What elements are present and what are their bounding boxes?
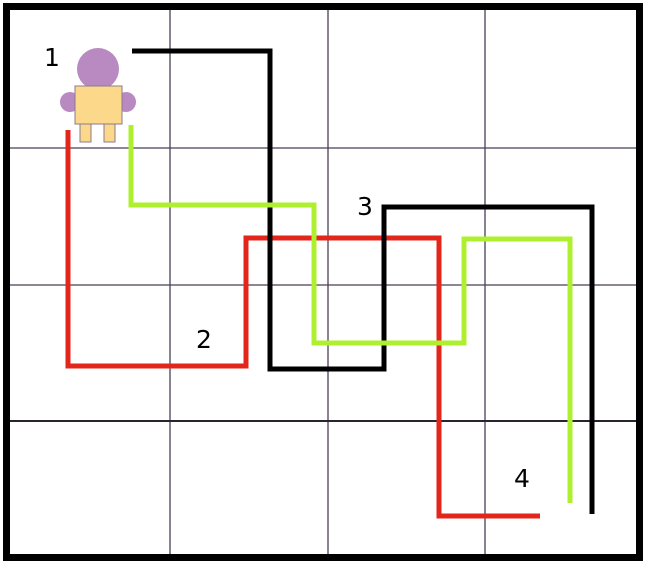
grid — [10, 10, 640, 556]
label-4: 4 — [514, 464, 530, 493]
robot-icon — [60, 48, 136, 143]
label-2: 2 — [196, 325, 212, 354]
red-path — [65, 130, 540, 519]
black-path — [132, 48, 595, 514]
robot-head — [77, 48, 119, 90]
label-1: 1 — [44, 43, 60, 72]
label-3: 3 — [357, 192, 373, 221]
robot-body — [74, 85, 123, 125]
green-path — [128, 125, 573, 503]
outer-frame — [3, 3, 643, 561]
